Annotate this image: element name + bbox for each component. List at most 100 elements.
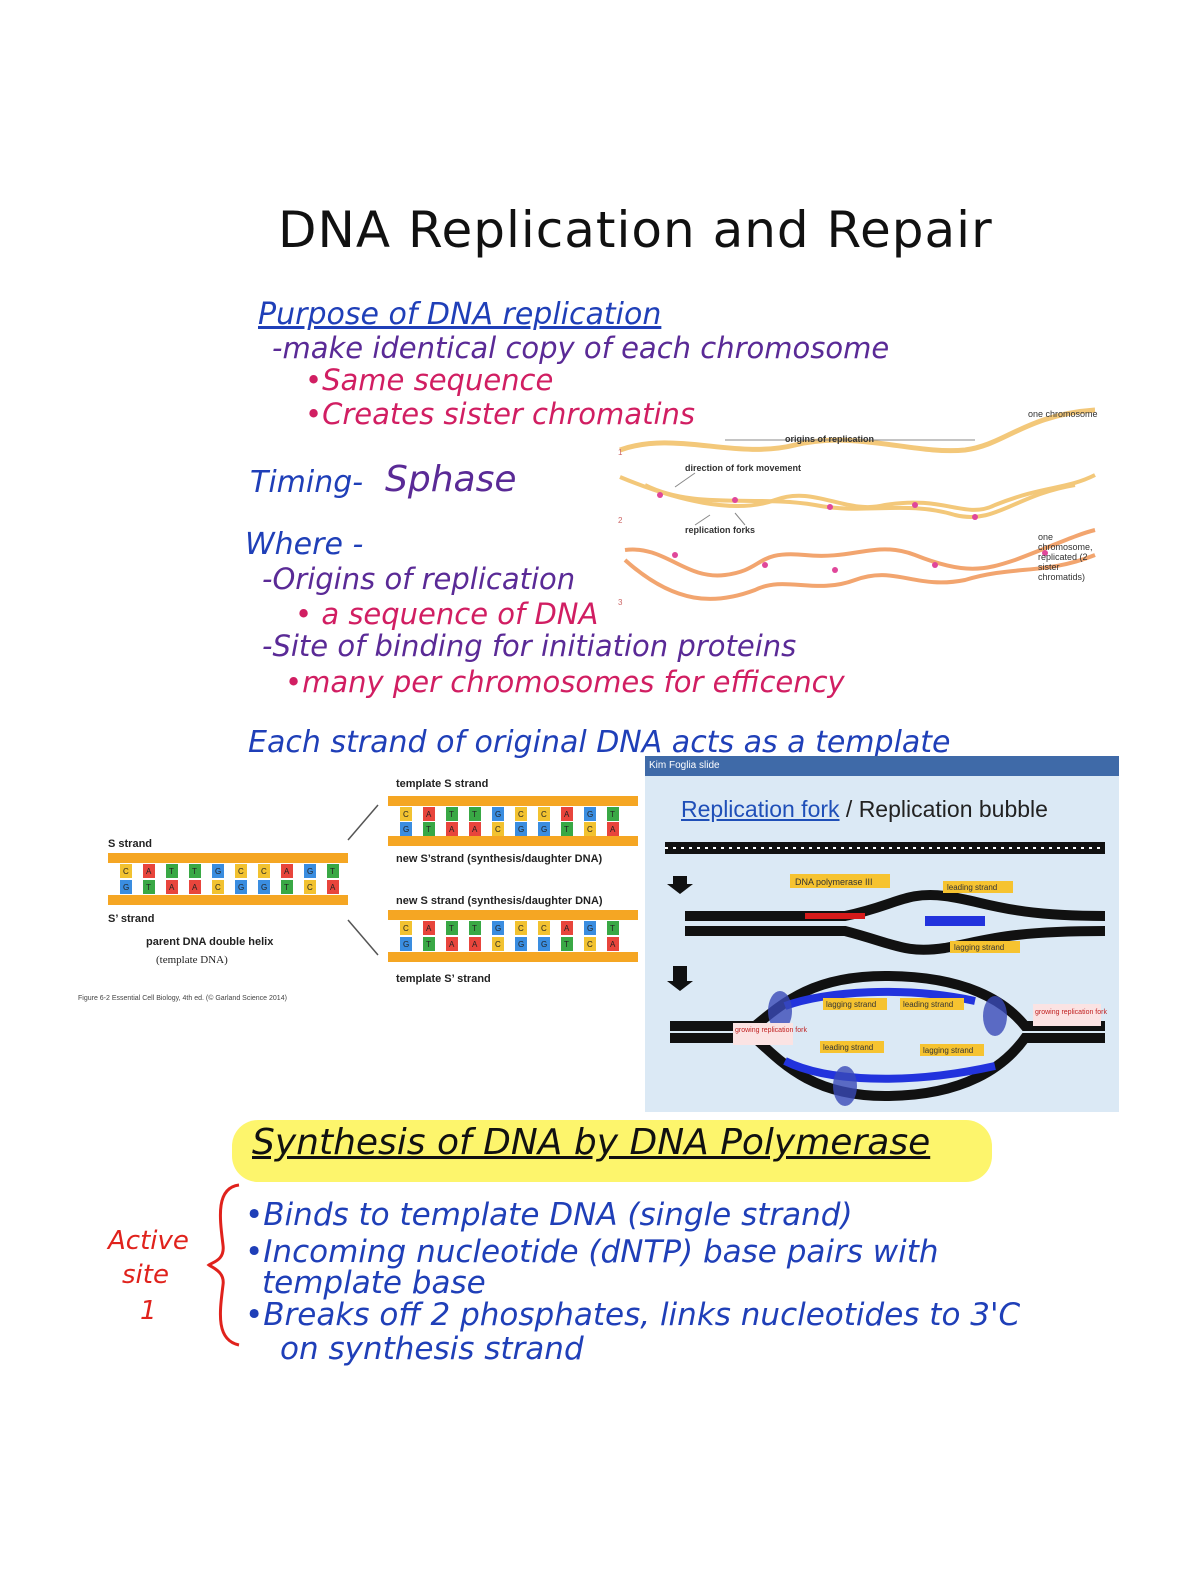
- base-C: [400, 921, 412, 935]
- base-label: A: [192, 883, 198, 892]
- base-label: G: [541, 825, 547, 834]
- base-label: T: [472, 810, 477, 819]
- base-label: C: [587, 940, 593, 949]
- chromosome-diagram: origins of replication direction of fork…: [618, 407, 1096, 607]
- base-T: [446, 807, 458, 821]
- base-A: [469, 937, 481, 951]
- base-C: [538, 807, 550, 821]
- base-A: [561, 921, 573, 935]
- purpose-bullet-same: •Same sequence: [305, 363, 554, 397]
- base-A: [327, 880, 339, 894]
- where-bullet-sequence: • a sequence of DNA: [295, 597, 599, 631]
- base-G: [538, 937, 550, 951]
- base-label: T: [449, 810, 454, 819]
- label-polymerase: DNA polymerase III: [795, 877, 873, 887]
- base-G: [492, 921, 504, 935]
- base-T: [469, 807, 481, 821]
- base-label: A: [472, 825, 478, 834]
- base-label: G: [215, 867, 221, 876]
- base-G: [400, 822, 412, 836]
- where-many: •many per chromosomes for efficency: [285, 665, 845, 699]
- base-label: A: [610, 940, 616, 949]
- label-growing-left: growing replication fork: [735, 1027, 807, 1034]
- base-label: C: [261, 867, 267, 876]
- base-C: [258, 864, 270, 878]
- base-A: [423, 921, 435, 935]
- label-lagging-3: lagging strand: [923, 1046, 973, 1055]
- base-label: C: [518, 810, 524, 819]
- site-number: 1: [140, 1296, 157, 1326]
- base-label: A: [449, 825, 455, 834]
- base-A: [143, 864, 155, 878]
- where-origins: -Origins of replication: [262, 562, 576, 596]
- base-label: A: [449, 940, 455, 949]
- base-label: G: [307, 867, 313, 876]
- label-lagging-2: lagging strand: [826, 1000, 876, 1009]
- synthesis-bullet-incoming: •Incoming nucleotide (dNTP) base pairs w…: [245, 1234, 939, 1270]
- where-binding-site: -Site of binding for initiation proteins: [262, 629, 797, 663]
- base-A: [166, 880, 178, 894]
- heading-highlight: [232, 1120, 992, 1182]
- label-leading-2: leading strand: [903, 1000, 953, 1009]
- base-label: T: [564, 940, 569, 949]
- base-G: [304, 864, 316, 878]
- base-A: [281, 864, 293, 878]
- label-parent-sub: (template DNA): [156, 954, 228, 966]
- base-label: T: [426, 825, 431, 834]
- slide-title: Replication fork / Replication bubble: [681, 796, 1048, 823]
- where-label: Where -: [245, 527, 364, 562]
- label-growing-right: growing replication fork: [1035, 1009, 1107, 1016]
- synthesis-bullet-incoming-cont: template base: [262, 1265, 486, 1301]
- base-label: C: [518, 924, 524, 933]
- base-C: [584, 822, 596, 836]
- base-C: [304, 880, 316, 894]
- base-T: [607, 807, 619, 821]
- base-C: [492, 937, 504, 951]
- label-template-s-prime: template S’ strand: [396, 973, 491, 985]
- synthesis-bullet-breaks-cont: on synthesis strand: [280, 1331, 584, 1367]
- base-label: A: [330, 883, 336, 892]
- label-s-strand: S strand: [108, 838, 152, 850]
- base-label: C: [495, 940, 501, 949]
- label-new-s-prime: new S’strand (synthesis/daughter DNA): [396, 853, 603, 865]
- label-leading-3: leading strand: [823, 1043, 873, 1052]
- base-label: T: [146, 883, 151, 892]
- label-template-s: template S strand: [396, 778, 488, 790]
- base-label: C: [541, 810, 547, 819]
- base-C: [492, 822, 504, 836]
- base-A: [446, 937, 458, 951]
- base-label: C: [403, 924, 409, 933]
- base-G: [538, 822, 550, 836]
- base-label: C: [238, 867, 244, 876]
- base-C: [400, 807, 412, 821]
- template-line: Each strand of original DNA acts as a te…: [248, 725, 951, 760]
- slide-title-fork: Replication fork: [681, 796, 840, 822]
- base-label: A: [426, 924, 432, 933]
- base-label: G: [518, 825, 524, 834]
- base-T: [469, 921, 481, 935]
- brace-icon: [206, 1183, 240, 1347]
- base-C: [212, 880, 224, 894]
- replication-fork-diagram: DNA polymerase III leading strand laggin…: [665, 842, 1107, 1106]
- base-C: [538, 921, 550, 935]
- base-G: [492, 807, 504, 821]
- base-label: C: [123, 867, 129, 876]
- base-G: [584, 921, 596, 935]
- base-label: A: [564, 924, 570, 933]
- base-A: [423, 807, 435, 821]
- base-label: C: [587, 825, 593, 834]
- base-G: [515, 822, 527, 836]
- label-lagging-1: lagging strand: [954, 943, 1004, 952]
- base-label: T: [426, 940, 431, 949]
- label-replicated: one chromosome, replicated (2 sister chr…: [1038, 532, 1093, 582]
- base-label: A: [610, 825, 616, 834]
- base-label: C: [495, 825, 501, 834]
- base-label: G: [403, 825, 409, 834]
- base-T: [281, 880, 293, 894]
- base-label: T: [564, 825, 569, 834]
- base-C: [515, 921, 527, 935]
- replication-fork-slide: Kim Foglia slide Replication fork / Repl…: [645, 756, 1119, 1112]
- base-T: [166, 864, 178, 878]
